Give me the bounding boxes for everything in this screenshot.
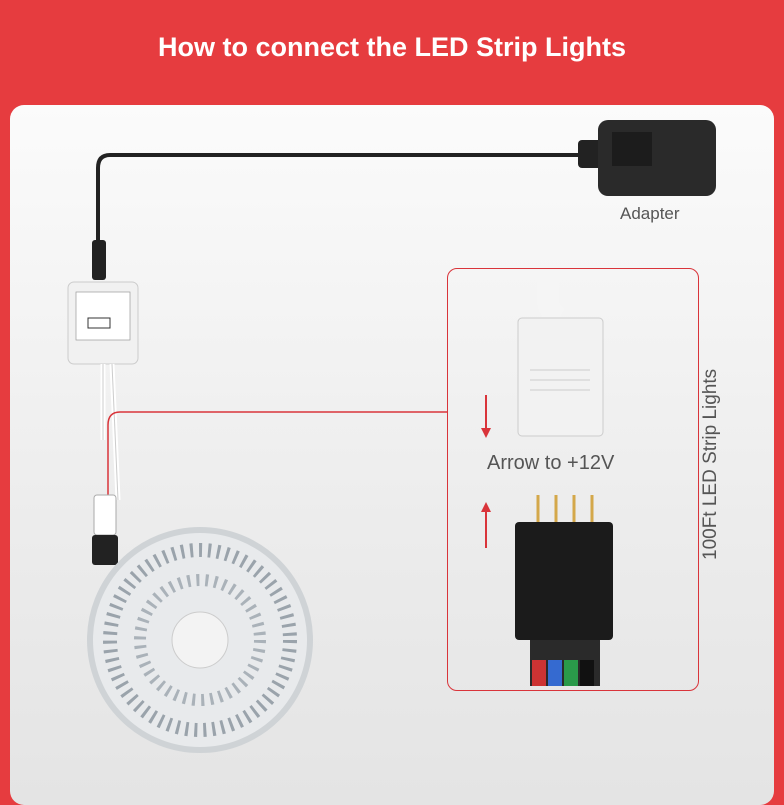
arrow-up-icon (481, 502, 491, 548)
adapter-cable (96, 153, 600, 245)
connection-diagram (67, 120, 716, 753)
adapter-label: Adapter (620, 204, 680, 223)
controller-icon (67, 281, 139, 365)
male-pin-connector-icon (515, 495, 613, 686)
female-connector-icon (517, 268, 604, 437)
arrow-down-icon (481, 395, 491, 438)
page-title: How to connect the LED Strip Lights (158, 32, 626, 62)
connection-line (107, 411, 447, 500)
adapter-icon (578, 120, 716, 196)
arrow-hint-label: Arrow to +12V (487, 452, 615, 474)
strip-label: 100Ft LED Strip Lights (700, 368, 721, 560)
connector-detail-box (447, 268, 699, 691)
led-reel-icon (87, 527, 313, 753)
dc-plug (92, 240, 106, 280)
